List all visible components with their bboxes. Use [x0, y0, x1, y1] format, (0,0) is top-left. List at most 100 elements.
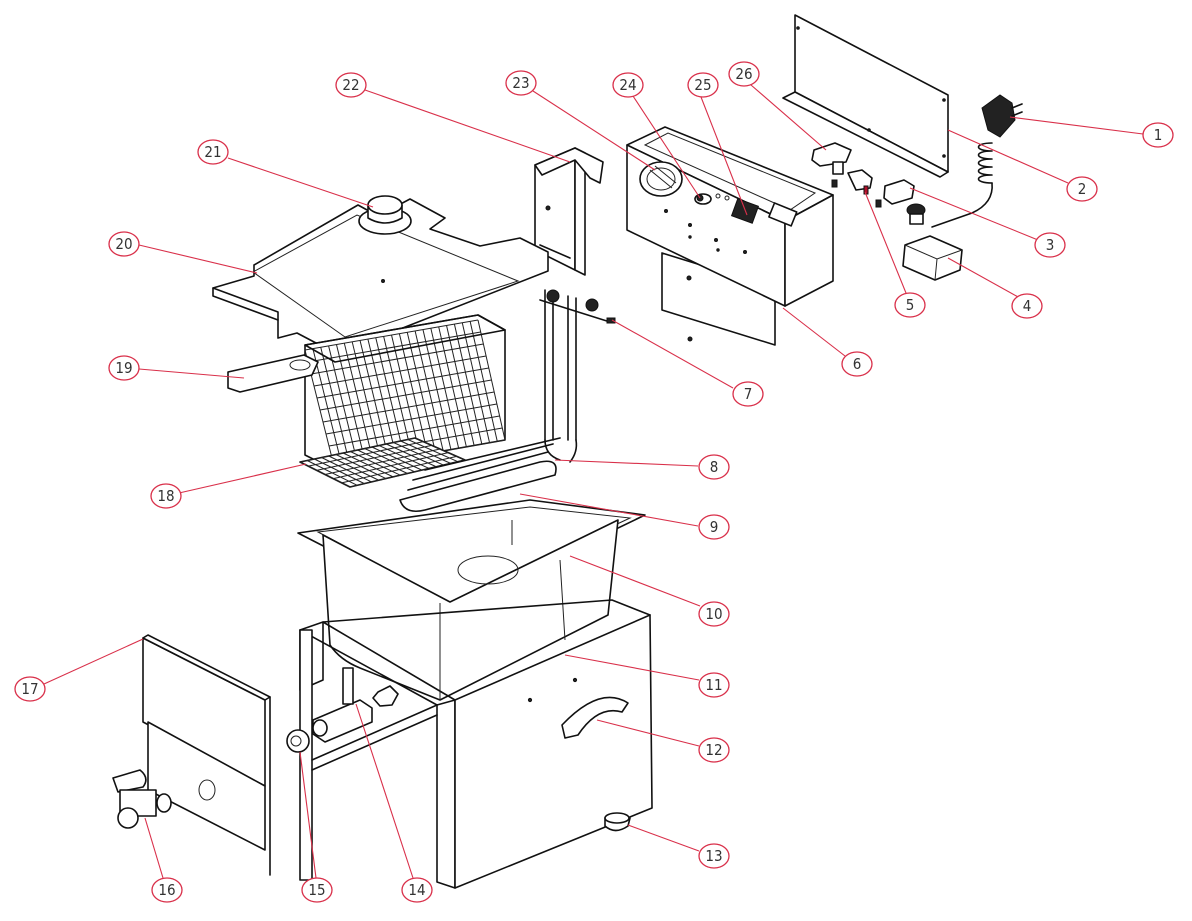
callout-21: 21 [197, 139, 374, 208]
callout-14: 14 [355, 703, 433, 903]
callout-number: 26 [735, 65, 752, 83]
part-lid-knob [358, 195, 412, 235]
callout-bubble [698, 514, 730, 540]
mesh-wire [333, 452, 449, 480]
callout-17: 17 [14, 638, 144, 702]
callout-number: 18 [157, 487, 174, 505]
callout-number: 9 [710, 518, 719, 536]
callout-8: 8 [554, 454, 730, 480]
callout-23: 23 [505, 70, 656, 171]
mesh-wire [322, 391, 495, 423]
callout-bubble [301, 877, 333, 903]
callout-bubble [108, 355, 140, 381]
callout-5: 5 [864, 191, 926, 318]
part-plug [931, 94, 1023, 228]
callout-1: 1 [1009, 116, 1174, 148]
part-switch [847, 169, 873, 195]
callout-bubble [698, 601, 730, 627]
part-heating-element [399, 289, 616, 513]
part-outer-casing [299, 599, 653, 889]
part-safety-thermostat [811, 142, 852, 188]
callout-bubble [841, 351, 873, 377]
part-lid [212, 198, 549, 354]
callout-number: 8 [710, 458, 719, 476]
part-control-box [626, 126, 834, 346]
mesh-wire [328, 415, 500, 447]
part-side-handle [561, 696, 629, 739]
callout-15: 15 [299, 751, 333, 903]
callout-number: 25 [694, 76, 711, 94]
callout-number: 1 [1154, 126, 1163, 144]
callout-number: 11 [705, 676, 722, 694]
callout-bubble [612, 72, 644, 98]
callout-bubble [687, 72, 719, 98]
callout-bubble [698, 737, 730, 763]
part-basket [304, 314, 506, 471]
mesh-wire [310, 343, 484, 375]
callout-bubble [108, 231, 140, 257]
part-front-door [142, 634, 271, 876]
callout-13: 13 [627, 824, 730, 869]
callout-layer: 1 2 3 4 5 6 [14, 61, 1174, 903]
part-drain-nut [286, 729, 310, 753]
callout-bubble [401, 877, 433, 903]
callout-bubble [728, 61, 760, 87]
mesh-wire [324, 448, 441, 475]
callout-20: 20 [108, 231, 258, 274]
callout-bubble [732, 381, 764, 407]
callout-7: 7 [611, 319, 764, 407]
callout-bubble [1011, 293, 1043, 319]
part-drain-pipe [312, 667, 399, 743]
callout-bubble [335, 72, 367, 98]
part-foot [604, 812, 631, 832]
callout-number: 3 [1046, 236, 1055, 254]
mesh-wire [341, 455, 457, 484]
mesh-wire [313, 355, 487, 387]
mesh-wire [304, 319, 479, 351]
callout-number: 24 [619, 76, 636, 94]
callout-bubble [1142, 122, 1174, 148]
callout-bubble [14, 676, 46, 702]
callout-bubble [698, 454, 730, 480]
callout-number: 12 [705, 741, 722, 759]
mesh-wire [316, 444, 432, 471]
callout-26: 26 [728, 61, 827, 151]
callout-bubble [894, 292, 926, 318]
callout-number: 21 [204, 143, 221, 161]
part-terminal-block [875, 179, 926, 225]
callout-bubble [1066, 176, 1098, 202]
callout-2: 2 [947, 129, 1098, 202]
callout-number: 17 [21, 680, 38, 698]
callout-4: 4 [947, 257, 1043, 319]
callout-bubble [197, 139, 229, 165]
callout-number: 2 [1078, 180, 1087, 198]
callout-number: 5 [906, 296, 915, 314]
part-thermostat-knob [639, 161, 683, 197]
callout-number: 14 [408, 881, 425, 899]
callout-number: 16 [158, 881, 175, 899]
callout-number: 10 [705, 605, 722, 623]
part-capacitor [902, 235, 963, 281]
mesh-wire [316, 367, 489, 399]
callout-bubble [505, 70, 537, 96]
mesh-wire [299, 437, 416, 463]
callout-number: 13 [705, 847, 722, 865]
callout-number: 6 [853, 355, 862, 373]
callout-3: 3 [909, 187, 1066, 258]
callout-24: 24 [612, 72, 701, 199]
callout-bubble [698, 672, 730, 698]
callout-9: 9 [519, 493, 730, 540]
callout-6: 6 [782, 307, 873, 377]
callout-number: 22 [342, 76, 359, 94]
callout-number: 20 [115, 235, 132, 253]
callout-18: 18 [150, 463, 307, 509]
callout-number: 7 [744, 385, 753, 403]
callout-number: 19 [115, 359, 132, 377]
mesh-wire [307, 331, 481, 363]
callout-25: 25 [687, 72, 748, 216]
callout-bubble [1034, 232, 1066, 258]
part-basket-handle [227, 354, 319, 393]
callout-16: 16 [144, 817, 183, 903]
callout-number: 15 [308, 881, 325, 899]
